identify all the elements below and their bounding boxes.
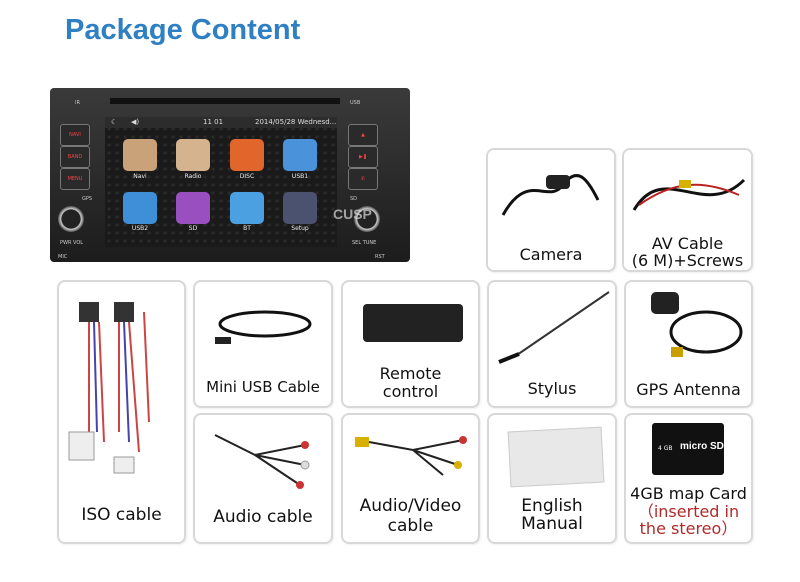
- app-label: BT: [243, 225, 251, 232]
- item-label: AV Cable: [651, 234, 724, 253]
- audio-video-cable-item: Audio/Video cable: [341, 413, 480, 544]
- sd-app-icon: [176, 192, 210, 224]
- car-stereo-image: IR USB NAVI BAND MENU GPS PWR VOL MIC ☾ …: [50, 88, 410, 262]
- play-pause-icon: ▶❚: [348, 146, 378, 168]
- page-title: Package Content: [65, 14, 301, 46]
- iso-cable-item: ISO cable: [57, 280, 186, 544]
- item-label: ISO cable: [81, 505, 162, 525]
- volume-icon: ◀): [131, 118, 140, 126]
- stylus-item: Stylus: [487, 280, 617, 408]
- app-label: USB2: [131, 225, 149, 232]
- remote-control-item: Remote control: [341, 280, 480, 408]
- item-label: (6 M)+Screws: [631, 251, 744, 270]
- app-label: USB1: [291, 173, 309, 180]
- stereo-screen: ☾ ◀) 11 01 2014/05/28 Wednesd... Navi Ra…: [105, 117, 337, 247]
- av-cable-item: AV Cable (6 M)+Screws: [622, 148, 753, 272]
- radio-app-icon: [176, 139, 210, 171]
- item-label: Camera: [519, 245, 583, 264]
- card-brand-print: micro SD: [680, 441, 724, 452]
- item-label: control: [382, 382, 439, 401]
- tune-knob: [354, 206, 380, 232]
- manual-image: [507, 426, 605, 488]
- item-label: Mini USB Cable: [206, 378, 320, 396]
- remote-image: [363, 304, 463, 342]
- eject-icon: ▲: [348, 124, 378, 146]
- item-label: 4GB map Card: [630, 484, 747, 503]
- phone-icon: ✆: [348, 168, 378, 190]
- ir-label: IR: [75, 100, 80, 106]
- item-label: GPS Antenna: [636, 380, 741, 399]
- disc-slot: [110, 98, 340, 104]
- stylus-image: [498, 291, 610, 364]
- rst-label: RST: [375, 254, 385, 260]
- menu-button: MENU: [60, 168, 90, 190]
- mic-label: MIC: [58, 254, 68, 260]
- status-time: 11 01: [203, 118, 224, 126]
- mini-usb-cable-item: Mini USB Cable: [193, 280, 333, 408]
- app-label: Navi: [133, 173, 147, 180]
- english-manual-item: English Manual: [487, 413, 617, 544]
- av-cable-image: [632, 178, 746, 211]
- item-label: Manual: [521, 514, 583, 534]
- band-button: BAND: [60, 146, 90, 168]
- sd-label: SD: [350, 196, 358, 202]
- gps-antenna-item: GPS Antenna: [624, 280, 753, 408]
- navi-app-icon: [123, 139, 157, 171]
- map-card-item: 4 GB micro SD 4GB map Card （inserted in …: [624, 413, 753, 544]
- navi-button: NAVI: [60, 124, 90, 146]
- usb2-app-icon: [123, 192, 157, 224]
- camera-item: Camera: [486, 148, 616, 272]
- iso-cable-image: [68, 302, 150, 474]
- volume-knob: [58, 206, 84, 232]
- item-note: the stereo）: [639, 519, 738, 538]
- item-label: English: [521, 496, 583, 516]
- status-date: 2014/05/28 Wednesd...: [255, 118, 337, 126]
- microsd-card-image: 4 GB micro SD: [652, 423, 724, 475]
- usb-cable-image: [215, 310, 312, 344]
- sel-tune-label: SEL TUNE: [352, 240, 377, 246]
- status-bar: ☾ ◀) 11 01 2014/05/28 Wednesd...: [105, 117, 337, 128]
- audio-cable-image: [214, 434, 310, 489]
- item-label: Stylus: [527, 379, 577, 398]
- watermark: CUSP: [333, 206, 372, 222]
- gps-antenna-image: [651, 292, 743, 357]
- usb-label: USB: [350, 100, 361, 106]
- gps-label: GPS: [82, 196, 93, 202]
- app-label: Setup: [291, 225, 309, 232]
- audio-cable-item: Audio cable: [193, 413, 333, 544]
- moon-icon: ☾: [111, 118, 118, 126]
- item-label: Audio cable: [213, 507, 313, 527]
- setup-gear-icon: [283, 192, 317, 224]
- disc-app-icon: [230, 139, 264, 171]
- card-size-print: 4 GB: [658, 445, 673, 452]
- camera-image: [501, 174, 600, 216]
- pwr-vol-label: PWR VOL: [60, 240, 84, 246]
- av-harness-image: [355, 436, 467, 476]
- usb1-app-icon: [283, 139, 317, 171]
- app-label: Radio: [184, 173, 202, 180]
- app-label: DISC: [239, 173, 255, 180]
- item-note: （inserted in: [637, 502, 740, 521]
- item-label: Remote: [379, 364, 442, 383]
- item-label: cable: [387, 516, 434, 536]
- app-label: SD: [188, 225, 198, 232]
- item-label: Audio/Video: [359, 496, 462, 516]
- bt-app-icon: [230, 192, 264, 224]
